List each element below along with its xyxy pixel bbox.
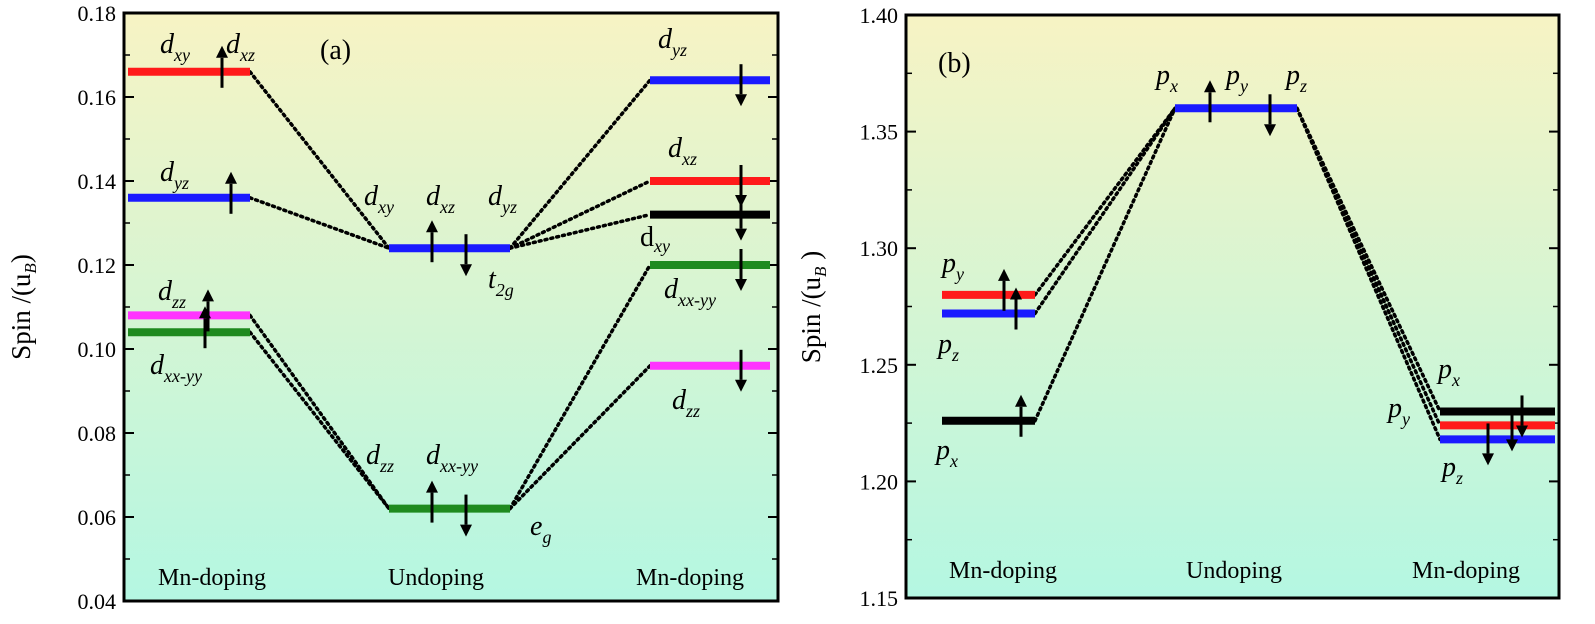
connector-line [508,179,652,250]
panel-a-y-axis: 0.04 0.06 0.08 0.10 0.12 0.14 0.16 0.18 [78,1,778,614]
y-tick-label: 1.35 [860,120,899,145]
label-a-dyz-left: dyz [160,157,189,193]
spin-up-arrow [1204,80,1216,93]
connector-line [508,78,652,250]
spin-down-arrow [735,228,747,241]
spin-down-arrow [1506,439,1518,452]
panel-a-label: (a) [320,35,351,66]
label-a-dzz-left: dzz [158,276,186,312]
label-a-dxxyy-right: dxx-yy [664,274,716,310]
spin-up-arrow [216,45,228,58]
label-b-pz-center: pz [1284,60,1307,96]
y-tick-label: 0.18 [78,1,117,26]
spin-down-arrow [1482,453,1494,466]
label-a-t2g: t2g [488,264,514,300]
panel-b-y-axis-title: Spin /(uB ) [796,251,830,363]
y-tick-label: 1.30 [860,236,899,261]
panel-a-connectors [248,70,652,511]
label-b-py-center: py [1224,60,1248,96]
y-tick-label: 1.20 [860,469,899,494]
label-b-px-right: px [1436,354,1460,390]
spin-up-arrow [426,220,438,233]
panel-a-column-label-mn-left: Mn-doping [158,565,266,591]
connector-line [1033,106,1177,297]
y-tick-label: 0.12 [78,253,117,278]
connector-line [508,263,652,511]
label-a-eg: eg [530,511,551,547]
panel-b-y-axis: 1.15 1.20 1.25 1.30 1.35 1.40 [860,3,1559,611]
panel-b-column-label-mn-left: Mn-doping [949,558,1057,584]
panel-b-column-label-undoping: Undoping [1186,558,1282,584]
connector-line [1295,106,1442,442]
label-a-dxz-center: dxz [426,181,455,217]
label-a-dxz-right: dxz [668,133,697,169]
spin-down-arrow [1264,124,1276,137]
spin-down-arrow [735,279,747,291]
label-a-dxxyy-left: dxx-yy [150,350,202,386]
panel-b-connectors [1033,106,1442,442]
label-a-dxz-left: dxz [226,29,255,65]
y-tick-label: 0.14 [78,169,117,194]
panel-a-spin-arrows [199,45,747,537]
y-tick-label: 1.15 [860,586,899,611]
connector-line [248,313,391,511]
panel-b-column-label-mn-right: Mn-doping [1412,558,1520,584]
y-tick-label: 1.25 [860,353,899,378]
label-a-dzz-center: dzz [366,440,394,476]
spin-down-arrow [1516,425,1528,438]
label-a-dxy-right: dxy [640,222,670,256]
spin-down-arrow [460,524,472,537]
panel-a-y-axis-title: Spin /(uB) [6,254,40,360]
connector-line [508,364,652,511]
y-tick-label: 0.06 [78,505,117,530]
spin-down-arrow [735,379,747,392]
label-a-dxy-left: dxy [160,29,190,65]
connector-line [508,212,652,250]
spin-down-arrow [460,264,472,277]
spin-up-arrow [998,268,1010,281]
spin-up-arrow [225,171,237,184]
panel-a: 0.04 0.06 0.08 0.10 0.12 0.14 0.16 0.18 (a) Spi… [6,1,780,614]
label-b-px-left: px [934,435,958,471]
y-tick-label: 0.16 [78,85,117,110]
panel-a-column-label-mn-right: Mn-doping [636,565,744,591]
label-b-py-right: py [1386,393,1410,429]
label-b-px-center: px [1154,60,1178,96]
label-b-py-left: py [940,248,964,284]
y-tick-label: 1.40 [860,3,899,28]
spin-up-arrow [199,306,211,319]
y-tick-label: 0.10 [78,337,117,362]
label-a-dxy-center: dxy [364,181,394,217]
panel-a-levels [128,67,770,513]
label-a-dyz-right: dyz [658,24,687,60]
connector-line [248,330,391,511]
panel-b: 1.15 1.20 1.25 1.30 1.35 1.40 (b) Spin /(uB )… [796,3,1561,611]
connector-line [248,70,391,250]
label-a-dyz-center: dyz [488,181,517,217]
y-tick-label: 0.08 [78,421,117,446]
label-b-pz-right: pz [1440,452,1463,488]
panel-a-column-label-undoping: Undoping [388,565,484,591]
label-a-dxxyy-center: dxx-yy [426,440,478,476]
connector-line [1033,106,1177,316]
connector-line [248,196,391,250]
panel-a-plot-area [122,11,780,603]
spin-up-arrow [426,480,438,493]
panel-b-levels [942,104,1555,444]
spin-down-arrow [735,94,747,107]
connector-line [1295,106,1442,428]
spin-up-arrow [1015,394,1027,407]
panel-b-label: (b) [938,48,971,79]
label-a-dzz-right: dzz [672,385,700,421]
panel-b-spin-arrows [998,80,1528,466]
connector-line [1033,106,1177,423]
y-tick-label: 0.04 [78,589,117,614]
spin-up-arrow [202,289,214,302]
spin-up-arrow [1010,287,1022,300]
label-b-pz-left: pz [936,329,959,365]
